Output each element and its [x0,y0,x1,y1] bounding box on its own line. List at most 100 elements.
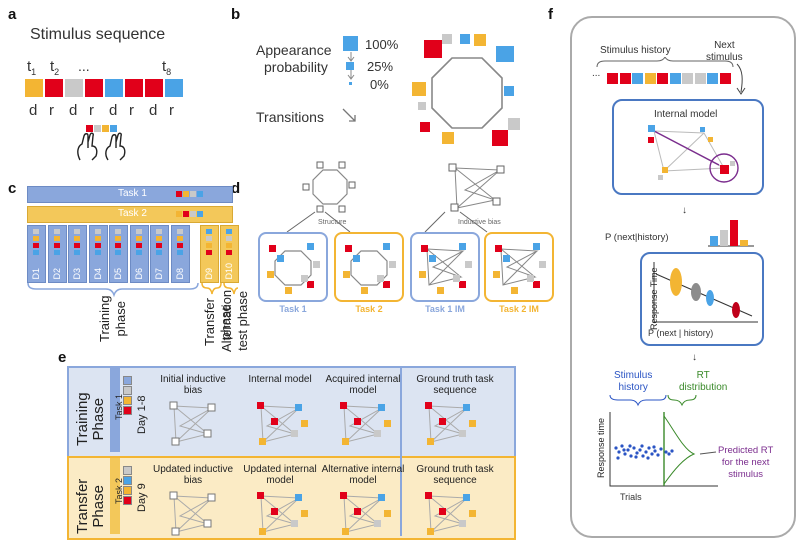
history-square [632,73,643,84]
rt-ellipses [653,262,758,323]
stimulus-sequence-title: Stimulus sequence [30,26,166,43]
t8-label: t [162,58,167,75]
e-color-square [123,466,132,475]
e-color-square [123,496,132,505]
task2-bar-label: Task 2 [118,208,147,219]
e-cell-heading: Initial inductive bias [160,374,226,396]
day-marker [176,243,183,248]
test-phase-word: test phase [235,290,250,351]
history-squares [607,73,737,85]
rt-y-axis-label: Response Time [649,267,659,330]
e-transfer-phase-word: Phase [90,485,107,528]
day-marker [74,236,80,241]
t1-sub: 1 [31,67,37,77]
day-marker [53,229,60,234]
day-marker [135,250,142,255]
response-letter: d [149,102,158,119]
sequence-square [145,79,163,97]
sequence-square [25,79,43,97]
task1-yellow [183,191,189,197]
day-marker [226,236,232,241]
bottom-braces [609,394,697,407]
task-graph [419,243,472,294]
arrow-down-icon [347,70,355,80]
scatter-y-label: Response time [596,417,606,478]
day-column: D6 [129,225,149,283]
probability-label: probability [264,59,328,75]
task-model-label: Task 1 IM [425,304,465,314]
day-marker [53,243,60,248]
training-word: Training [97,295,112,342]
e-cell-graph [340,402,391,445]
day-marker [206,250,212,255]
appearance-label: Appearance [256,42,332,58]
e-cell-heading: Updated inductive bias [152,464,234,486]
day-label: D1 [31,268,41,280]
transfer-word: Transfer [202,298,217,346]
key-yellow [102,125,109,132]
response-letter: r [89,102,94,119]
sequence-square [105,79,123,97]
day-marker [156,236,162,241]
e-color-square [123,396,132,405]
day-marker [94,236,101,241]
sequence-square [125,79,143,97]
day-marker [33,243,39,248]
panel-label-c: c [8,180,17,197]
history-square [657,73,668,84]
e-day18-label: Day 1-8 [136,395,148,434]
history-square [644,73,656,84]
task-model-label: Task 1 [279,304,307,314]
day-column: D8 [170,225,190,283]
day-label: D2 [51,268,62,280]
key-blue [110,125,117,132]
history-square [707,73,718,84]
e-color-square [123,486,132,495]
e-cell-graph [425,402,476,445]
ground-truth-divider [400,366,402,536]
scatter-x-label: Trials [620,492,642,502]
day-marker [53,236,60,241]
predicted-line3: stimulus [728,469,764,480]
day-marker [94,229,101,234]
day-marker [115,243,121,248]
t8-sub: 8 [166,67,172,77]
panel-label-b: b [231,6,241,23]
day-marker [74,229,80,234]
history-ellipsis: ... [592,68,601,79]
day-label: D6 [133,268,144,280]
stim-hist-word1: Stimulus [614,370,653,381]
day-label: D3 [72,268,82,280]
transitions-label: Transitions [256,109,324,125]
t2-label: t [50,58,55,75]
day-marker [176,250,183,255]
day-marker [53,250,60,255]
day-marker [115,229,121,234]
sequence-square [45,79,63,97]
e-cell-graph [425,492,476,535]
next-arrow-icon [736,63,746,95]
day-marker [156,243,162,248]
task-graph [267,243,320,294]
e-phase-word: Phase [90,397,107,441]
response-letter: d [109,102,118,119]
time-label-t2: t2 [50,58,59,77]
e-cell-graph [257,402,308,445]
rt-model-box [640,252,764,346]
day-marker [94,243,101,248]
response-letter: r [129,102,134,119]
history-brace [596,57,734,68]
response-letter: d [29,102,38,119]
day-marker [135,243,142,248]
rt-scatter-plot [609,412,718,487]
history-square [682,73,693,84]
task2-gray [190,211,196,217]
day-column: D3 [68,225,87,283]
t2-sub: 2 [54,67,60,77]
octagon-graph [412,34,520,146]
